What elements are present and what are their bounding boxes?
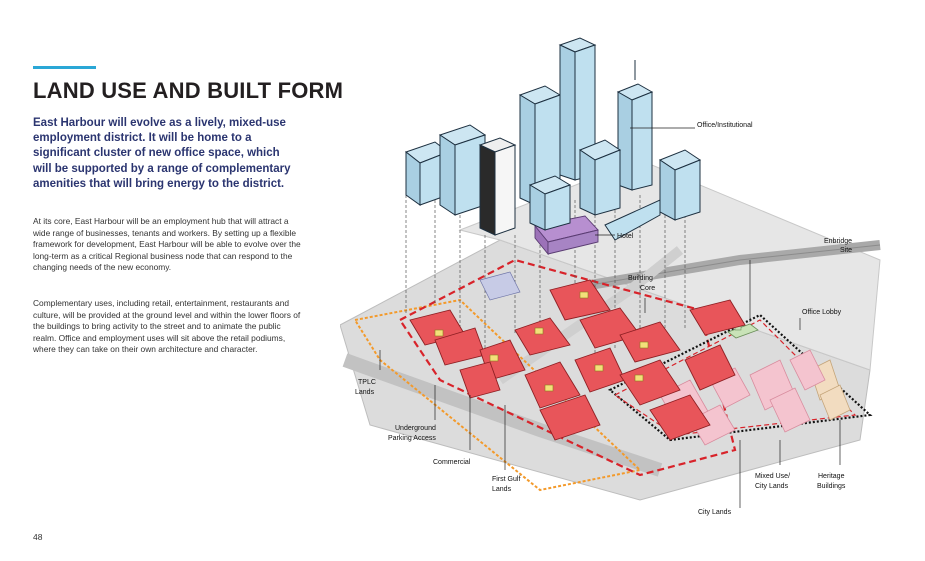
page-number: 48 bbox=[33, 532, 43, 542]
lede-paragraph: East Harbour will evolve as a lively, mi… bbox=[33, 117, 291, 190]
accent-bar bbox=[33, 66, 96, 69]
label-first-gulf-2: Lands bbox=[492, 486, 512, 493]
page-title: LAND USE AND BUILT FORM bbox=[33, 78, 344, 103]
label-tplc-2: Lands bbox=[355, 389, 375, 396]
label-building-core-1: Building bbox=[628, 275, 653, 282]
first-gulf-lands-boundary bbox=[398, 258, 737, 477]
tplc-lands-boundary bbox=[353, 298, 643, 492]
building-cores bbox=[434, 291, 649, 392]
tower-low bbox=[528, 175, 572, 231]
mixed-use-boundary bbox=[613, 319, 857, 436]
label-heritage-2: Buildings bbox=[817, 483, 846, 490]
label-enbridge-2: Site bbox=[840, 247, 852, 254]
body-paragraph-2: Complementary uses, including retail, en… bbox=[33, 298, 301, 355]
tower-black bbox=[478, 137, 517, 236]
label-tplc-1: TPLC bbox=[358, 379, 376, 386]
road-main bbox=[342, 353, 663, 477]
leader-lines bbox=[379, 127, 841, 508]
tower-mid bbox=[578, 139, 622, 216]
built-form-diagram: Office/Institutional Hotel Enbridge Site… bbox=[340, 30, 910, 530]
label-enbridge-1: Enbridge bbox=[824, 238, 852, 245]
office-towers bbox=[404, 37, 702, 241]
label-underground-1: Underground bbox=[395, 425, 436, 432]
label-first-gulf-1: First Gulf bbox=[492, 476, 520, 483]
tower-east bbox=[658, 149, 702, 221]
tower-spire bbox=[616, 60, 654, 191]
label-hotel: Hotel bbox=[617, 233, 634, 240]
body-paragraph-1: At its core, East Harbour will be an emp… bbox=[33, 216, 301, 273]
label-heritage-1: Heritage bbox=[818, 473, 845, 480]
built-form-diagram-svg: Office/Institutional Hotel Enbridge Site… bbox=[340, 37, 881, 516]
label-city-lands: City Lands bbox=[698, 509, 732, 516]
label-commercial: Commercial bbox=[433, 459, 471, 466]
label-building-core-2: Core bbox=[640, 285, 655, 292]
label-office-institutional: Office/Institutional bbox=[697, 122, 753, 129]
underground-structure bbox=[479, 271, 521, 301]
city-lands-boundary bbox=[608, 313, 873, 442]
label-mixed-use-1: Mixed Use/ bbox=[755, 473, 790, 480]
tower-2 bbox=[438, 124, 487, 216]
label-underground-2: Parking Access bbox=[388, 435, 436, 442]
label-office-lobby: Office Lobby bbox=[802, 309, 842, 316]
label-mixed-use-2: City Lands bbox=[755, 483, 789, 490]
